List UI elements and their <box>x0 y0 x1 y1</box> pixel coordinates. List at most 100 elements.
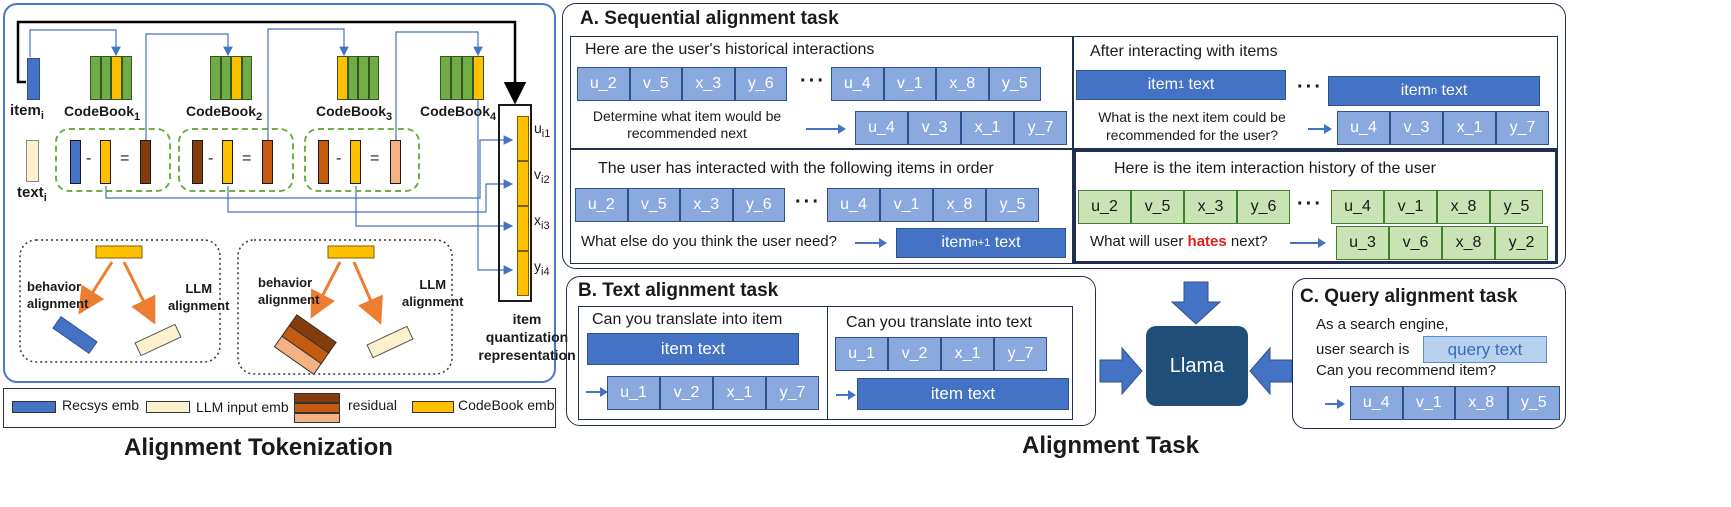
equals-sign: = <box>370 150 380 167</box>
res3-to-codebook4-line <box>395 31 483 140</box>
token: y_5 <box>988 67 1041 101</box>
token: v_1 <box>880 188 933 222</box>
arrow <box>855 239 887 247</box>
quant-code-y: yi4 <box>534 258 550 278</box>
legend-swatch-codebook <box>412 401 454 413</box>
arrow-down <box>1170 281 1222 325</box>
arrow <box>836 391 856 399</box>
token: y_6 <box>732 188 785 222</box>
token: u_2 <box>577 67 630 101</box>
token: v_2 <box>660 376 713 410</box>
token: x_1 <box>961 111 1014 145</box>
token: y_7 <box>766 376 819 410</box>
legend-swatch-llm <box>146 401 190 413</box>
arrow <box>1308 125 1332 133</box>
item-to-quant-line <box>16 20 527 105</box>
codebook-2-label: CodeBook2 <box>186 103 263 123</box>
token: y_5 <box>1507 386 1560 420</box>
text-left-header: Can you translate into item <box>592 311 783 328</box>
legend-label-llm: LLM input emb <box>196 399 289 415</box>
legend-label-recsys: Recsys emb <box>62 397 140 413</box>
arrow-left <box>1249 346 1293 396</box>
llama-box: Llama <box>1146 326 1248 406</box>
token: u_4 <box>831 67 884 101</box>
codebook-4 <box>440 56 484 100</box>
residual-bar <box>192 140 203 184</box>
tokenization-title: Alignment Tokenization <box>124 434 393 461</box>
seq-q1-header: Here are the user's historical interacti… <box>585 41 875 58</box>
token: x_8 <box>1455 386 1508 420</box>
codebook-bar <box>222 140 233 184</box>
equals-sign: = <box>242 150 252 167</box>
query-title: C. Query alignment task <box>1300 286 1518 307</box>
token: v_6 <box>1389 226 1442 260</box>
minus-sign: - <box>336 150 342 167</box>
legend-swatch-recsys <box>12 401 56 413</box>
token: x_3 <box>1184 190 1237 224</box>
token: x_1 <box>941 337 994 371</box>
text-llm-emb <box>26 140 39 182</box>
residual-bar <box>140 140 151 184</box>
token: y_7 <box>1496 111 1549 145</box>
ellipsis: ··· <box>1297 193 1323 215</box>
residual-bar <box>318 140 329 184</box>
ellipsis: ··· <box>795 191 821 213</box>
token: y_7 <box>1014 111 1067 145</box>
recsys-bar <box>70 140 81 184</box>
seq-q4-header: Here is the item interaction history of … <box>1114 160 1436 177</box>
codebook-2 <box>210 56 252 100</box>
token: v_3 <box>908 111 961 145</box>
tokenization-diagram <box>16 20 527 376</box>
alignment-group-2 <box>237 239 453 375</box>
quant-code-v: vi2 <box>534 166 550 186</box>
seq-q2-header: After interacting with items <box>1090 43 1278 60</box>
token: u_2 <box>575 188 628 222</box>
token: v_1 <box>1402 386 1455 420</box>
task-title: Alignment Task <box>1022 432 1199 459</box>
codebook-3-label: CodeBook3 <box>316 103 393 123</box>
quant-code-x: xi3 <box>534 212 550 232</box>
token: x_1 <box>1443 111 1496 145</box>
text-right-header: Can you translate into text <box>846 314 1032 331</box>
seq-q3-header: The user has interacted with the followi… <box>598 160 994 177</box>
token: u_4 <box>1350 386 1403 420</box>
residual-group-2 <box>178 128 294 192</box>
item-label: itemi <box>10 102 44 122</box>
token: u_2 <box>1078 190 1131 224</box>
res1-to-codebook2-line <box>145 33 233 140</box>
token: u_4 <box>855 111 908 145</box>
codebook-1-label: CodeBook1 <box>64 103 141 123</box>
sequential-panel <box>562 3 1566 269</box>
text-title: B. Text alignment task <box>578 280 779 301</box>
legend <box>3 388 556 428</box>
token: y_5 <box>986 188 1039 222</box>
arrow <box>1325 400 1345 408</box>
query-line3: Can you recommend item? <box>1316 362 1497 379</box>
arrow <box>586 388 608 396</box>
arrow <box>1290 239 1326 247</box>
token: y_7 <box>994 337 1047 371</box>
quant-rep-bar <box>517 116 529 296</box>
seq-q1-question: Determine what item would be recommended… <box>592 108 782 141</box>
codebook-3 <box>337 56 379 100</box>
sequential-title: A. Sequential alignment task <box>580 8 839 29</box>
query-panel <box>1292 278 1566 429</box>
token: v_3 <box>1390 111 1443 145</box>
query-text-bar: query text <box>1423 336 1547 363</box>
query-line2: user search is <box>1316 341 1410 358</box>
codebook-1 <box>90 56 132 100</box>
residual-bar <box>390 140 401 184</box>
quant-code-u: ui1 <box>534 120 551 140</box>
token: v_1 <box>883 67 936 101</box>
